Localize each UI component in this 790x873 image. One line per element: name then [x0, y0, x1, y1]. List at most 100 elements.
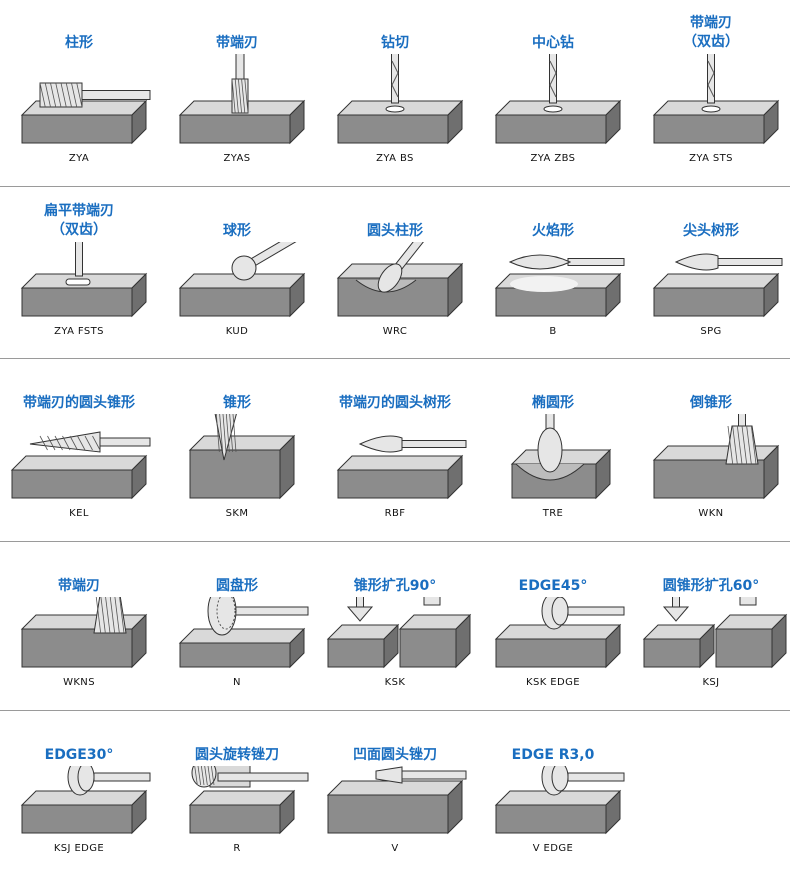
cutter-code: TRE [542, 508, 564, 519]
cutter-title: 带端刃 [58, 578, 100, 594]
cutter-cell: 中心钻 ZYA ZBS [474, 0, 632, 183]
cutter-illustration [188, 766, 309, 835]
cutter-illustration [652, 253, 783, 318]
cutter-illustration [336, 242, 464, 318]
cutter-title: 扁平带端刃 [44, 203, 114, 219]
cutter-cell: 圆头旋转锉刀 R [158, 712, 316, 873]
cutter-title: 圆盘形 [216, 578, 258, 594]
cutter-code: WKNS [63, 677, 95, 688]
cutter-title: 火焰形 [532, 223, 574, 239]
cutter-subtitle: （双齿） [51, 222, 107, 238]
cutter-cell: 圆盘形 N [158, 543, 316, 707]
cutter-title: 锥形 [223, 395, 251, 411]
cutter-illustration [178, 597, 309, 669]
cutter-cell: EDGE45° KSK EDGE [474, 543, 632, 707]
cutter-title: 尖头树形 [683, 223, 739, 239]
cutter-illustration [178, 242, 306, 318]
cutter-code: SKM [225, 508, 249, 519]
cutter-illustration [20, 242, 148, 318]
cutter-illustration [642, 597, 788, 669]
cutter-title: 带端刃的圆头树形 [339, 395, 451, 411]
cutter-code: ZYA ZBS [530, 153, 576, 164]
cutter-code: ZYAS [223, 153, 251, 164]
cutter-illustration [336, 435, 467, 500]
cutter-cell: 尖头树形 SPG [632, 188, 790, 356]
cutter-illustration [494, 766, 625, 835]
cutter-code: ZYA BS [376, 153, 414, 164]
cutter-illustration [20, 82, 151, 145]
cutter-illustration [326, 597, 472, 669]
cutter-cell: 凹面圆头锉刀 V [316, 712, 474, 873]
cutter-code: RBF [384, 508, 406, 519]
cutter-illustration [510, 414, 612, 500]
cutter-illustration [652, 54, 780, 145]
cutter-cell: EDGE R3,0 V EDGE [474, 712, 632, 873]
cutter-title: 圆头旋转锉刀 [195, 747, 279, 763]
cutter-code: KSJ [702, 677, 720, 688]
cutter-code: R [233, 843, 241, 854]
row-divider [0, 710, 790, 711]
cutter-title: 凹面圆头锉刀 [353, 747, 437, 763]
cutter-illustration [10, 431, 151, 500]
cutter-title: EDGE45° [518, 578, 588, 594]
cutter-code: KSK EDGE [526, 677, 580, 688]
cutter-cell: EDGE30° KSJ EDGE [0, 712, 158, 873]
cutter-title: 钻切 [381, 35, 409, 51]
cutter-subtitle: （双齿） [683, 34, 739, 50]
cutter-illustration [20, 766, 151, 835]
cutter-code: ZYA [68, 153, 90, 164]
cutter-cell: 带端刃 WKNS [0, 543, 158, 707]
row-divider [0, 541, 790, 542]
cutter-code: WRC [382, 326, 408, 337]
cutter-cell: 钻切 ZYA BS [316, 0, 474, 183]
cutter-code: WKN [698, 508, 724, 519]
cutter-illustration [188, 414, 296, 500]
cutter-code: B [549, 326, 557, 337]
cutter-code: N [233, 677, 241, 688]
cutter-code: KEL [69, 508, 89, 519]
cutter-cell: 带端刃 ZYAS [158, 0, 316, 183]
cutter-code: ZYA STS [689, 153, 733, 164]
cutter-cell: 圆锥形扩孔60° KSJ [632, 543, 790, 707]
cutter-title: 柱形 [65, 35, 93, 51]
cutter-cell: 倒锥形 WKN [632, 360, 790, 538]
cutter-title: 带端刃 [216, 35, 258, 51]
row-divider [0, 186, 790, 187]
cutter-title: 椭圆形 [532, 395, 574, 411]
cutter-illustration [336, 54, 464, 145]
cutter-cell: 带端刃的圆头锥形 KEL [0, 360, 158, 538]
cutter-cell: 椭圆形 TRE [474, 360, 632, 538]
cutter-cell: 锥形扩孔90° KSK [316, 543, 474, 707]
cutter-code: SPG [700, 326, 722, 337]
cutter-illustration [494, 54, 622, 145]
cutter-cell: 火焰形 B [474, 188, 632, 356]
cutter-code: ZYA FSTS [54, 326, 104, 337]
cutter-title: EDGE30° [44, 747, 114, 763]
cutter-cell: 球形 KUD [158, 188, 316, 356]
cutter-cell: 柱形 ZYA [0, 0, 158, 183]
cutter-illustration [326, 766, 467, 835]
cutter-title: 中心钻 [532, 35, 574, 51]
cutter-title: 圆锥形扩孔60° [662, 578, 760, 594]
cutter-illustration [20, 597, 148, 669]
cutter-title: 带端刃 [690, 15, 732, 31]
cutter-cell: 带端刃的圆头树形 RBF [316, 360, 474, 538]
cutter-illustration [178, 54, 306, 145]
cutter-illustration [652, 414, 780, 500]
cutter-title: 倒锥形 [690, 395, 732, 411]
cutter-illustration [494, 254, 625, 318]
cutter-code: V EDGE [532, 843, 574, 854]
cutter-title: 带端刃的圆头锥形 [23, 395, 135, 411]
cutter-code: KSJ EDGE [53, 843, 105, 854]
row-divider [0, 358, 790, 359]
cutter-title: 球形 [223, 223, 251, 239]
cutter-cell: 扁平带端刃 （双齿） ZYA FSTS [0, 188, 158, 356]
cutter-title: EDGE R3,0 [511, 747, 595, 763]
cutter-cell: 锥形 SKM [158, 360, 316, 538]
cutter-illustration [494, 597, 625, 669]
